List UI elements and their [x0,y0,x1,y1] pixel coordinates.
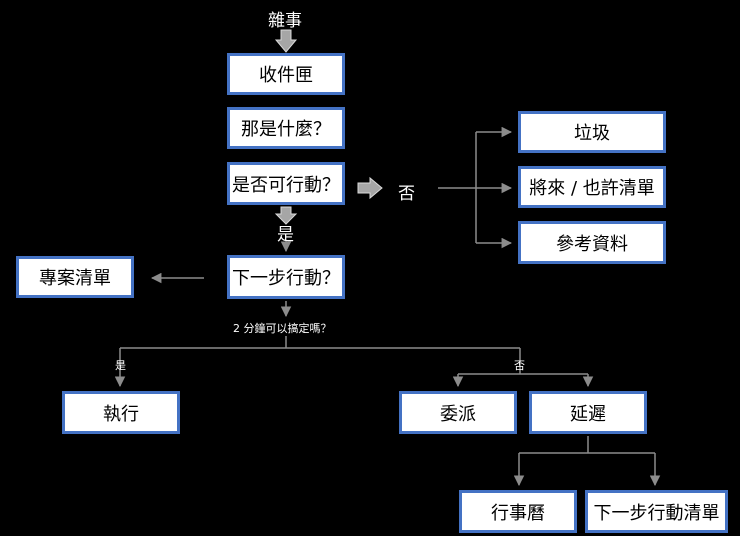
two-minutes-yes-label: 是 [115,359,126,372]
what-is-it-box: 那是什麼？ [227,107,345,149]
do-it-box: 執行 [62,391,180,434]
two-minutes-no-label: 否 [514,359,525,372]
actionable-box: 是否可行動？ [227,162,345,205]
actionable-down-block-arrow [274,206,298,225]
defer-box: 延遲 [529,391,647,434]
someday-box: 將來 / 也許清單 [518,166,666,208]
inbox-box: 收件匣 [227,53,345,95]
not-actionable-block-arrow [357,176,383,200]
delegate-box: 委派 [399,391,517,434]
trash-box: 垃圾 [518,111,666,153]
two-minutes-question: 2 分鐘可以搞定嗎？ [233,322,332,335]
next-action-box: 下一步行動？ [227,255,345,299]
next-action-list-box: 下一步行動清單 [585,490,728,533]
is-actionable-label: 是 [277,225,294,245]
reference-box: 參考資料 [518,221,666,264]
input-label: 雜事 [268,11,302,31]
input-down-block-arrow [274,29,298,53]
project-list-box: 專案清單 [16,256,134,298]
calendar-box: 行事曆 [459,490,577,533]
not-actionable-label: 否 [398,184,415,204]
